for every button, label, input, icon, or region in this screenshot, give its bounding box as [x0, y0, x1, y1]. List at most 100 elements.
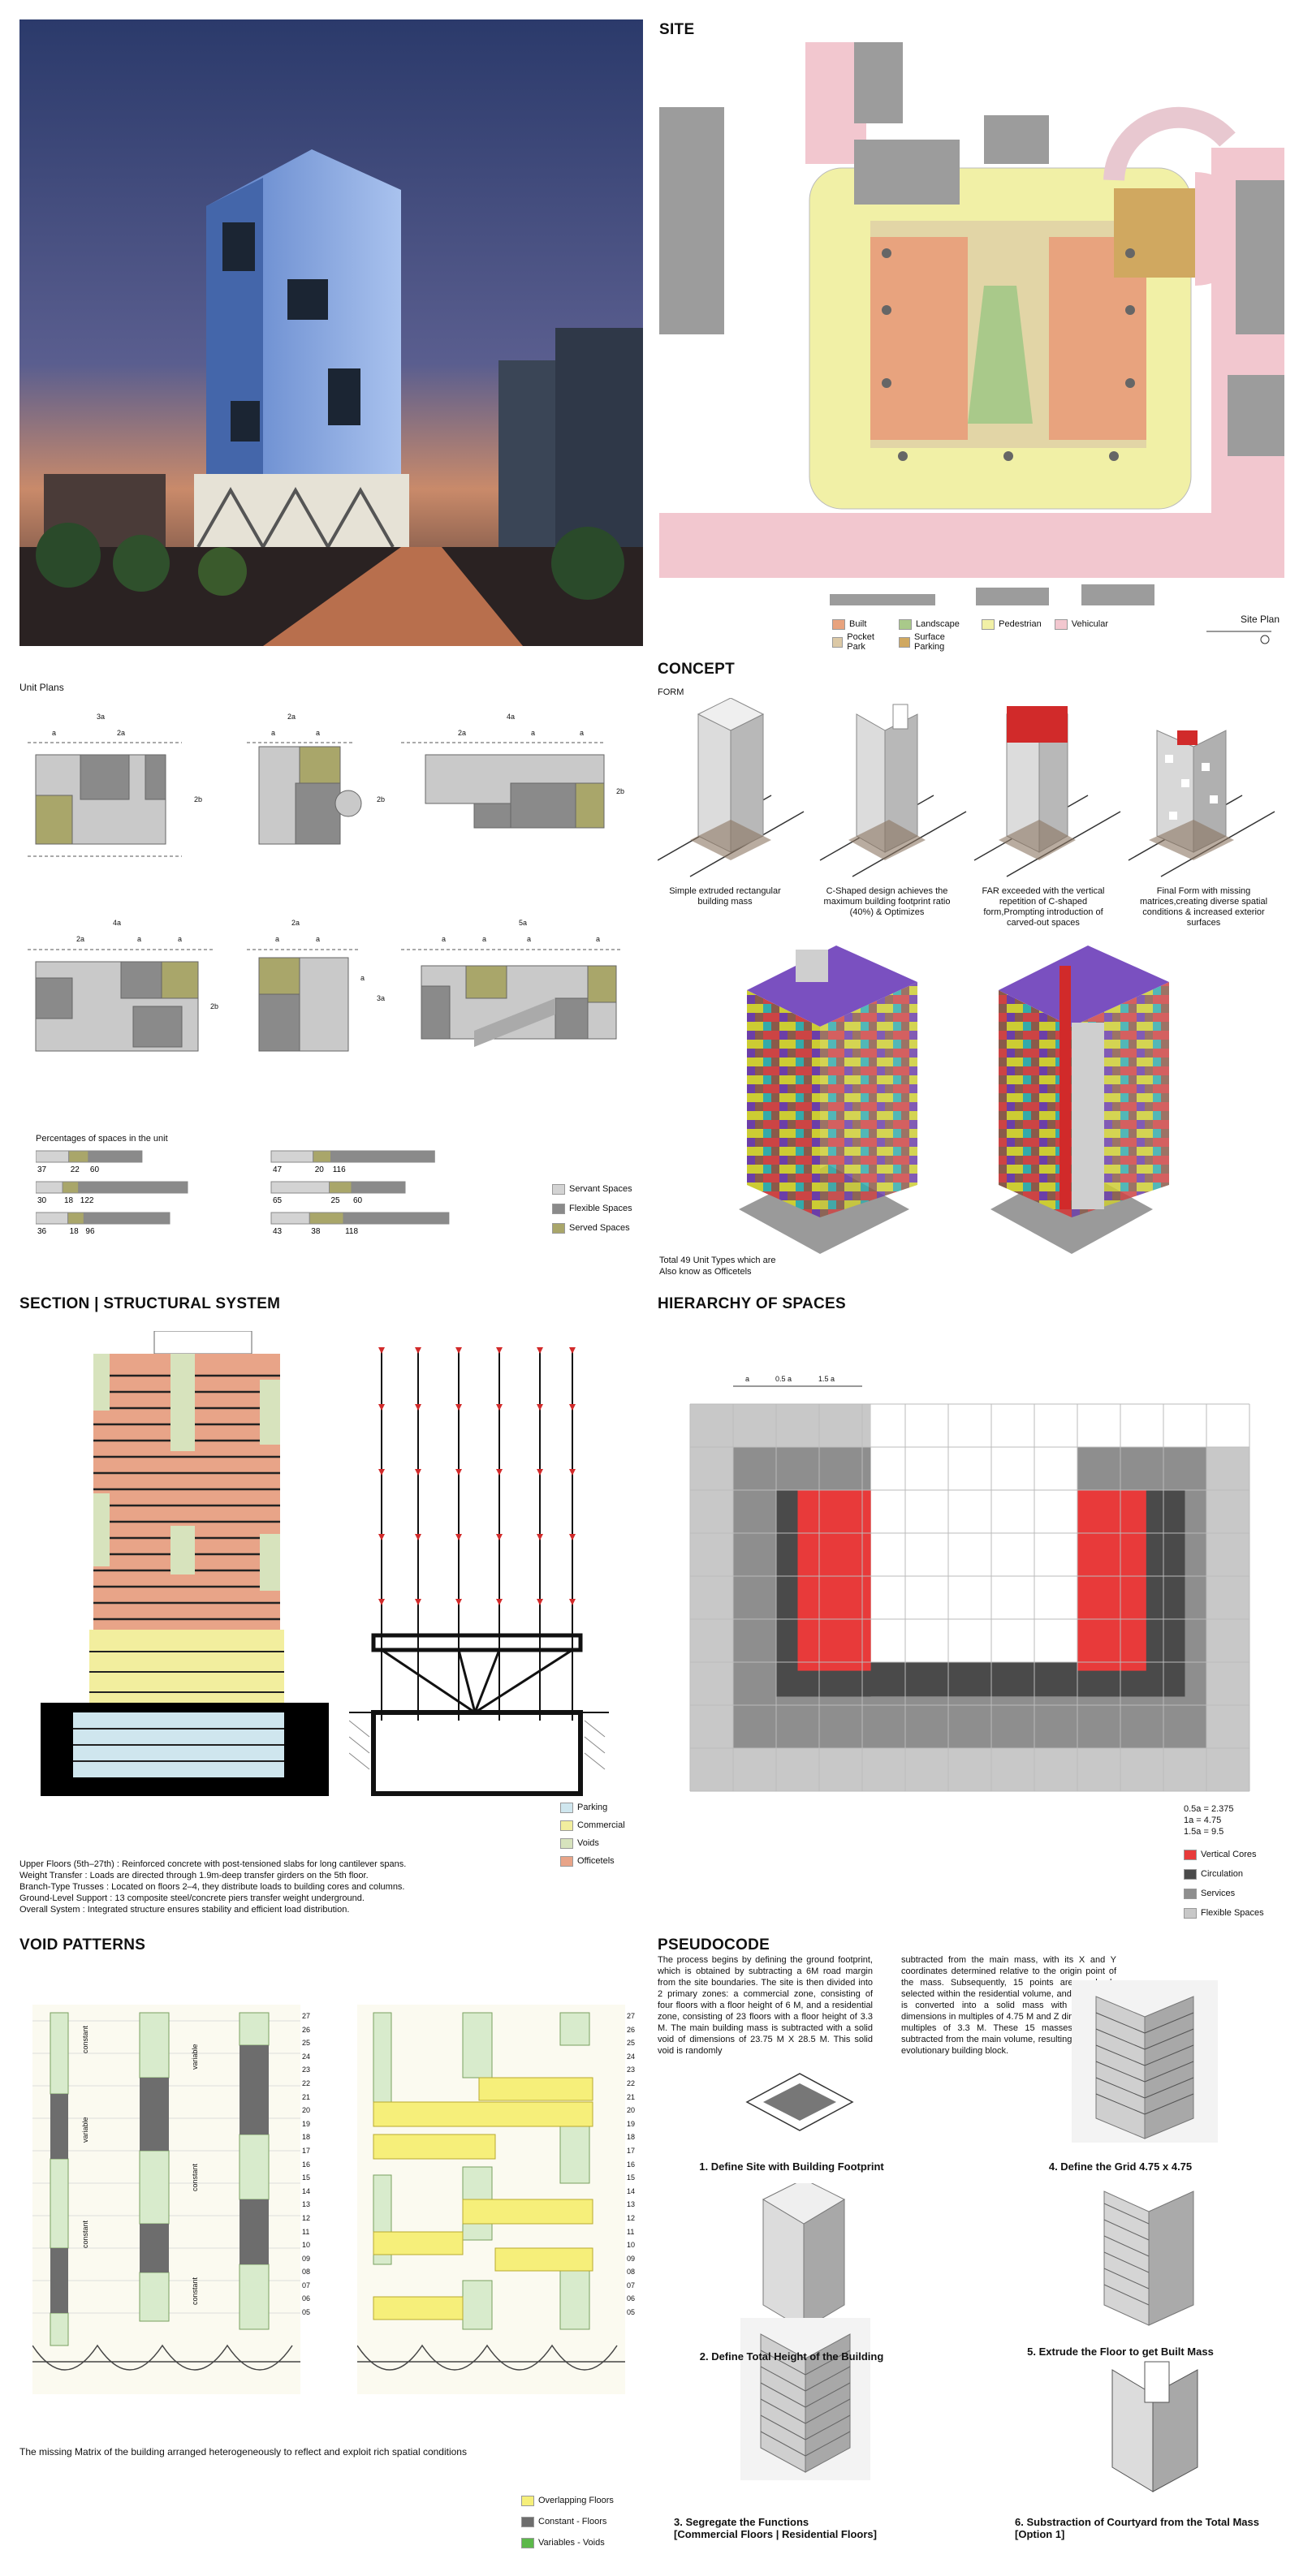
- structure-note: Upper Floors (5th–27th) : Reinforced con…: [19, 1859, 407, 1869]
- tower-night-render: [19, 19, 643, 646]
- floor-number: 26: [302, 2025, 311, 2034]
- pc-step-6-drawing: [1096, 2354, 1218, 2500]
- pseudocode-title: PSEUDOCODE: [658, 1936, 770, 1954]
- site-title: SITE: [659, 21, 695, 38]
- floor-number: 07: [627, 2281, 636, 2290]
- floor-number: 11: [302, 2227, 310, 2236]
- site-legend-item: Surface Parking: [898, 632, 969, 652]
- percentages-legend: Servant Spaces Flexible Spaces Served Sp…: [552, 1182, 632, 1235]
- hierarchy-value-row: 1.5a = 9.5: [1184, 1827, 1224, 1837]
- floor-number: 21: [627, 2092, 636, 2101]
- percentage-value: 20: [315, 1165, 325, 1174]
- dim-label: a: [360, 974, 365, 982]
- void-legend-item: Constant - Floors: [521, 2514, 614, 2529]
- percentage-bar-segment: [343, 1212, 450, 1225]
- floor-number: 18: [627, 2133, 636, 2142]
- floor-number: 27: [302, 2012, 311, 2020]
- unit-plans-title: Unit Plans: [19, 682, 64, 693]
- percentage-value: 30: [37, 1196, 47, 1205]
- floor-number: 24: [302, 2052, 311, 2061]
- void-label-left: variable: [81, 2117, 89, 2143]
- concept-caption-3: FAR exceeded with the vertical repetitio…: [982, 886, 1105, 928]
- hier-swatch-cores: [1184, 1849, 1197, 1860]
- pc-step-5-label: 5. Extrude the Floor to get Built Mass: [1027, 2346, 1214, 2358]
- floor-number: 20: [302, 2106, 311, 2115]
- site-swatch-vehicular: [1054, 618, 1068, 630]
- floor-number: 24: [627, 2052, 636, 2061]
- pc-step-2-drawing: [747, 2178, 861, 2346]
- pc-step-4-drawing: [1072, 1980, 1218, 2143]
- dim-label: 2a: [291, 919, 300, 927]
- void-label-left: constant: [191, 2277, 199, 2305]
- percentage-value: 60: [90, 1165, 100, 1174]
- dim-label: 2a: [117, 729, 126, 737]
- dim-label: 4a: [507, 713, 516, 721]
- void-legend-item: Overlapping Floors: [521, 2493, 614, 2508]
- percentage-bar-segment: [62, 1181, 80, 1194]
- concept-caption-1: Simple extruded rectangular building mas…: [669, 886, 781, 907]
- percentage-value: 18: [70, 1227, 80, 1236]
- pc-step-3-label: 3. Segregate the Functions [Commercial F…: [674, 2516, 877, 2540]
- dim-label: a: [596, 935, 601, 943]
- pc-step-3-drawing: [740, 2318, 870, 2480]
- structure-note: Branch-Type Trusses : Located on floors …: [19, 1882, 405, 1892]
- void-swatch-constant: [521, 2516, 534, 2527]
- floor-number: 22: [627, 2078, 636, 2087]
- floor-number: 14: [302, 2186, 311, 2195]
- percentage-value: 36: [37, 1227, 47, 1236]
- floor-number: 20: [627, 2106, 636, 2115]
- percentage-value: 116: [333, 1165, 346, 1174]
- pc-step-2-label: 2. Define Total Height of the Building: [699, 2350, 884, 2363]
- hier-swatch-services: [1184, 1888, 1197, 1899]
- floor-number: 27: [627, 2012, 636, 2020]
- dim-label: a: [531, 729, 536, 737]
- floor-number: 22: [302, 2078, 311, 2087]
- floor-number: 05: [302, 2308, 311, 2317]
- section-legend-item: Parking: [560, 1800, 625, 1815]
- percentage-value: 65: [273, 1196, 283, 1205]
- hier-legend-item: Flexible Spaces: [1184, 1906, 1264, 1920]
- structure-note: Weight Transfer : Loads are directed thr…: [19, 1871, 369, 1880]
- floor-number: 19: [302, 2119, 311, 2128]
- unit-plans-drawing: 3a a 2a 2a a a 4a 2a a a 2b 2b 2b 4a 2a …: [19, 706, 645, 1063]
- percentage-bar-segment: [35, 1212, 69, 1225]
- north-arrow-icon: [1206, 627, 1280, 646]
- pseudocode-para-2: subtracted from the main mass, with its …: [901, 1955, 1116, 2056]
- percentage-bar-segment: [270, 1212, 310, 1225]
- vertical-core-right: [1077, 1490, 1146, 1671]
- officetel-note: Total 49 Unit Types which are Also know …: [659, 1256, 776, 1277]
- void-caption: The missing Matrix of the building arran…: [19, 2446, 467, 2458]
- dim-label: 5a: [519, 919, 528, 927]
- percentage-value: 38: [311, 1227, 321, 1236]
- dim-label: a: [271, 729, 276, 737]
- dim-label: a: [275, 935, 280, 943]
- pct-legend-item: Served Spaces: [552, 1221, 632, 1235]
- percentage-bar-segment: [83, 1212, 170, 1225]
- floor-number: 08: [302, 2268, 311, 2277]
- hierarchy-dim: a: [745, 1375, 750, 1383]
- pc-step-5-drawing: [1080, 2175, 1218, 2329]
- pseudocode-para-1: The process begins by defining the groun…: [658, 1955, 873, 2056]
- pct-swatch-served: [552, 1222, 565, 1234]
- void-pattern-right: [356, 2005, 625, 2394]
- dim-label: a: [527, 935, 532, 943]
- hier-legend-item: Services: [1184, 1886, 1264, 1901]
- floor-number: 21: [302, 2092, 311, 2101]
- structure-notes: Upper Floors (5th–27th) : Reinforced con…: [19, 1859, 604, 1915]
- void-label-left: constant: [191, 2163, 199, 2191]
- section-swatch-parking: [560, 1802, 573, 1813]
- percentage-bar-segment: [78, 1181, 188, 1194]
- site-swatch-pedestrian: [982, 618, 995, 630]
- pct-swatch-servant: [552, 1183, 565, 1195]
- structure-note: Overall System : Integrated structure en…: [19, 1905, 350, 1915]
- hierarchy-dim: 0.5 a: [775, 1375, 792, 1383]
- dim-label: 2a: [458, 729, 467, 737]
- floor-number: 12: [302, 2213, 311, 2222]
- percentage-bar-segment: [313, 1150, 332, 1163]
- dim-label: a: [178, 935, 183, 943]
- void-label-left: constant: [81, 2220, 89, 2248]
- site-swatch-landscape: [898, 618, 912, 630]
- section-swatch-commercial: [560, 1820, 573, 1831]
- pct-legend-item: Servant Spaces: [552, 1182, 632, 1196]
- site-swatch-surface-parking: [898, 636, 910, 648]
